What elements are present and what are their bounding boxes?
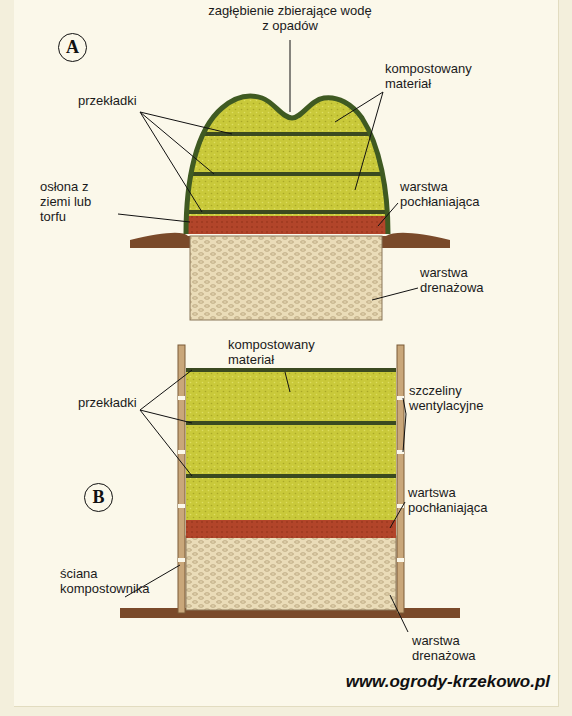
diagram-letter: A: [66, 37, 79, 58]
part-label: ściana kompostownika: [60, 567, 170, 597]
part-label: kompostowany materiał: [385, 62, 490, 92]
part-label: szczeliny wentylacyjne: [409, 384, 509, 414]
part-label: osłona z ziemi lub torfu: [40, 180, 116, 225]
diagram-letter-circle: A: [58, 33, 87, 62]
watermark: www.ogrody-krzekowo.pl: [280, 672, 550, 692]
diagram-letter-circle: B: [84, 483, 113, 512]
part-label: przekładki: [78, 396, 158, 411]
part-label: warstwa drenażowa: [412, 634, 522, 664]
part-label: warstwa pochłaniająca: [400, 180, 510, 210]
part-label: przekładki: [78, 94, 158, 109]
part-label: kompostowany materiał: [228, 338, 338, 368]
part-label: zagłębienie zbierające wodę z opadów: [205, 4, 375, 34]
diagram-letter: B: [92, 487, 104, 508]
part-label: warstwa drenażowa: [420, 266, 530, 296]
part-label: wartswa pochłaniająca: [408, 486, 518, 516]
